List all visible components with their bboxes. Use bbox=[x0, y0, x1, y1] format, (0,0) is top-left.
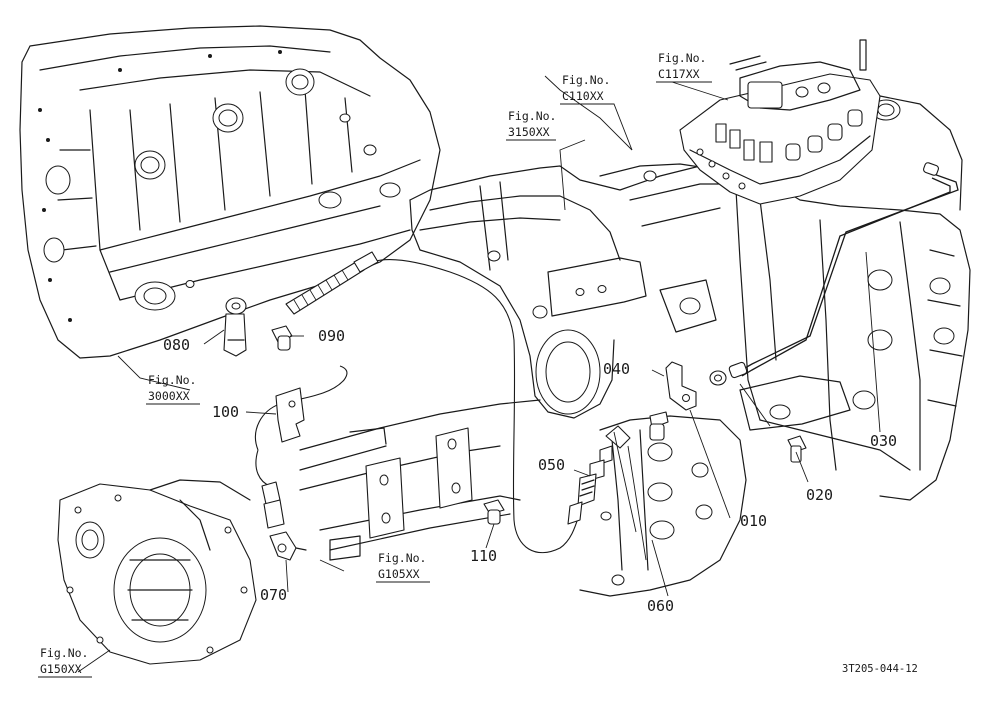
figref-c110-line2: C110XX bbox=[562, 89, 604, 103]
part-060-joint[interactable] bbox=[613, 431, 647, 561]
part-050-hose[interactable] bbox=[371, 259, 631, 554]
lower-case bbox=[579, 415, 747, 597]
figref-c110-line1: Fig.No. bbox=[562, 73, 610, 87]
part-070-elbow[interactable] bbox=[254, 365, 348, 561]
drawing-code: 3T205-044-12 bbox=[842, 663, 918, 675]
part-010-fitting[interactable] bbox=[649, 411, 669, 441]
figref-c117-line2: C117XX bbox=[658, 67, 700, 81]
figref-3150-line1: Fig.No. bbox=[508, 109, 556, 123]
figref-3000: Fig.No. 3000XX bbox=[146, 373, 200, 405]
figref-g150: Fig.No. G150XX bbox=[38, 646, 92, 678]
figref-g105: Fig.No. G105XX bbox=[376, 551, 430, 583]
part-020-bolt[interactable] bbox=[787, 435, 807, 463]
label-070: 070 bbox=[260, 586, 287, 604]
figref-c117-line1: Fig.No. bbox=[658, 51, 706, 65]
engine-block bbox=[19, 25, 441, 359]
figref-3000-line2: 3000XX bbox=[148, 389, 190, 403]
label-060: 060 bbox=[647, 597, 674, 615]
part-100-bracket[interactable] bbox=[275, 387, 305, 443]
figref-3150: Fig.No. 3150XX bbox=[506, 109, 556, 141]
figref-g105-line1: Fig.No. bbox=[378, 551, 426, 565]
figref-c110: Fig.No. C110XX bbox=[560, 73, 633, 151]
figref-c117: Fig.No. C117XX bbox=[656, 51, 712, 83]
rear-axle-housing bbox=[57, 479, 257, 665]
label-080: 080 bbox=[163, 336, 190, 354]
figref-3150-line2: 3150XX bbox=[508, 125, 550, 139]
label-110: 110 bbox=[470, 547, 497, 565]
part-040-bracket[interactable] bbox=[665, 361, 697, 411]
label-020: 020 bbox=[806, 486, 833, 504]
label-100: 100 bbox=[212, 403, 239, 421]
frame-rail bbox=[299, 399, 541, 561]
figref-g150-line1: Fig.No. bbox=[40, 646, 88, 660]
part-080-clamp[interactable] bbox=[223, 297, 247, 357]
part-nut[interactable] bbox=[709, 370, 727, 386]
label-090: 090 bbox=[318, 327, 345, 345]
label-050: 050 bbox=[538, 456, 565, 474]
part-090-bolt[interactable] bbox=[271, 325, 293, 351]
part-110-bolt[interactable] bbox=[483, 499, 505, 525]
label-010: 010 bbox=[740, 512, 767, 530]
part-030-pipe[interactable] bbox=[728, 162, 959, 379]
control-valve-assembly bbox=[679, 55, 881, 205]
label-040: 040 bbox=[603, 360, 630, 378]
figref-3000-line1: Fig.No. bbox=[148, 373, 196, 387]
rear-transmission-case bbox=[719, 39, 971, 501]
label-030: 030 bbox=[870, 432, 897, 450]
figref-g105-line2: G105XX bbox=[378, 567, 420, 581]
part-cable-end[interactable] bbox=[285, 251, 379, 315]
transmission-housing bbox=[409, 163, 737, 419]
figref-g150-line2: G150XX bbox=[40, 662, 82, 676]
